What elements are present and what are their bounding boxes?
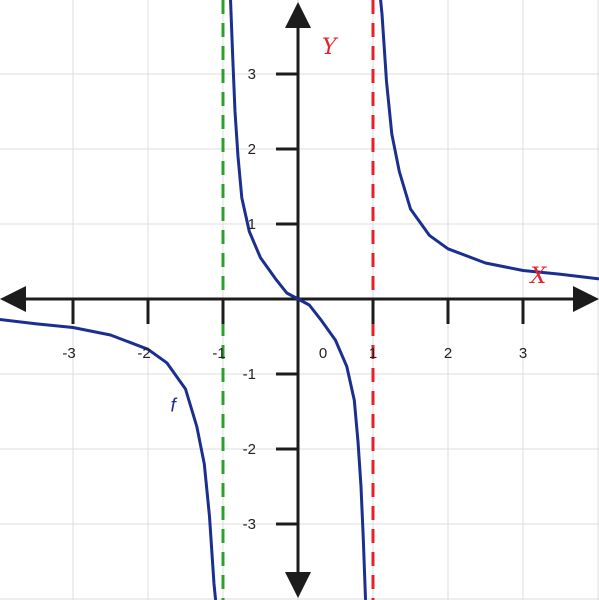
x-tick-label: -3: [62, 345, 75, 362]
x-axis-left-arrow: [0, 286, 26, 312]
y-axis-bottom-arrow: [285, 572, 311, 598]
x-tick-label: 0: [319, 345, 327, 362]
labels: -3 -2 -1 0 1 2 3 -3 -2 -1 1 2 3 Y Xf: [62, 35, 547, 533]
y-tick-label: 1: [248, 216, 256, 233]
y-axis-top-arrow: [285, 2, 311, 28]
y-tick-label: 2: [248, 141, 256, 158]
x-tick-label: 2: [444, 345, 452, 362]
series-f-branch: [229, 0, 367, 600]
x-tick-label: 3: [519, 345, 527, 362]
series-f-branch: [379, 0, 599, 281]
y-tick-label: -2: [243, 441, 256, 458]
ticks: [71, 72, 525, 526]
series-name-label: f: [171, 396, 178, 417]
y-tick-label: 3: [248, 66, 256, 83]
y-tick-label: -3: [243, 516, 256, 533]
y-tick-label: -1: [243, 366, 256, 383]
x-tick-label: -2: [137, 345, 150, 362]
x-tick-label: -1: [212, 345, 225, 362]
x-tick-label: 1: [369, 345, 377, 362]
x-axis-title: X: [529, 264, 548, 289]
x-axis-right-arrow: [573, 286, 599, 312]
series-f-branch: [0, 318, 217, 600]
y-axis-title: Y: [322, 35, 339, 60]
